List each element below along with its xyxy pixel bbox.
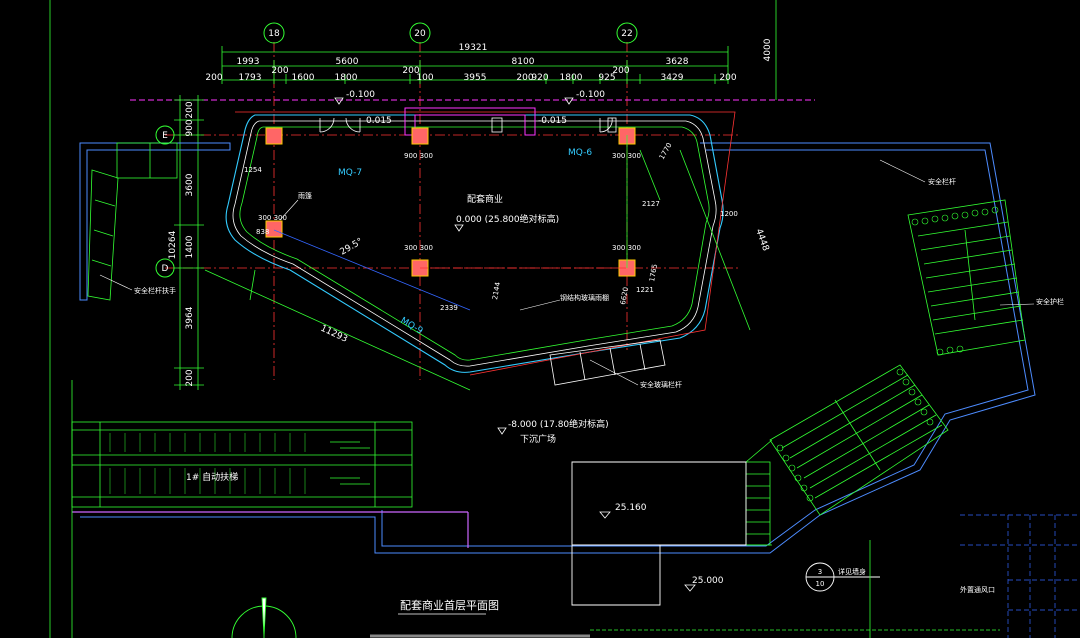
dim-row2-12: 200 [612,66,629,76]
dim-plan-7: 2127 [642,200,660,208]
level-sunken: -8.000 (17.80绝对标高) [508,418,609,430]
dim-plan-2: 2339 [440,304,458,312]
dim-row2-10: 1800 [560,73,583,83]
level-door-left: 0.015 [366,116,392,126]
dim-top-3: 8100 [512,57,535,67]
dim-left-2: 3600 [185,173,195,196]
axis-bubbles [155,22,638,278]
dim-row2-8: 200 [516,73,533,83]
dim-row2-4: 1800 [335,73,358,83]
axis-label-d: D [162,264,169,274]
axis-label-e: E [162,131,168,141]
dim-plan-11: 838 [256,228,269,236]
upper-right-stair [907,199,1026,356]
dim-row2-2: 200 [271,66,288,76]
dim-plan-9: 1254 [244,166,262,174]
label-sunken-plaza: 下沉广场 [520,433,556,445]
dim-total: 19321 [459,43,488,53]
label-glass-canopy: 钢结构玻璃雨棚 [560,293,609,302]
label-railing-left: 安全栏杆扶手 [134,286,176,295]
dim-row2-5: 200 [402,66,419,76]
label-railing-right: 安全护栏 [1036,297,1064,306]
dim-row2-11: 925 [598,73,615,83]
level-triangles [334,97,696,592]
plaza-outline [79,142,1036,554]
dim-plan-4: 6620 [619,286,630,305]
dim-right-top: 4000 [763,38,773,61]
dim-row2-14: 200 [719,73,736,83]
dim-left-5: 3964 [185,306,195,329]
grand-stair-circles [776,368,934,502]
building-outline [225,114,724,373]
grand-stair [745,364,949,546]
level-lower: 25.000 [692,576,724,586]
label-railing-bottom: 安全玻璃栏杆 [640,380,682,389]
dim-row2-9: 920 [531,73,548,83]
label-mq6: MQ-6 [568,148,592,158]
balcony-strip [549,339,666,386]
col-marker-2: 300 300 [612,152,641,160]
label-rain-note: 雨篷 [298,191,312,200]
label-room-note: 外置通风口 [960,585,995,594]
dim-plan-5: 1765 [648,263,659,282]
detail-ref-top: 3 [818,568,822,576]
level-plaza: 25.160 [615,503,647,513]
leader-lines [99,159,1035,386]
construction-lines [204,135,751,391]
dim-left-1: 900 [185,119,195,136]
corner-grid [960,514,1080,638]
level-door-right: -0.015 [538,116,567,126]
dim-row2-0: 200 [205,73,222,83]
dim-plan-6: 1221 [636,286,654,294]
left-dimension-lines [174,95,204,390]
dim-row2-7: 3955 [464,73,487,83]
label-railing-far-right: 安全栏杆 [928,177,956,186]
col-marker-3: 300 300 [404,244,433,252]
dim-left-4: 1400 [185,235,195,258]
detail-reference [805,562,880,592]
level-upper-right: -0.100 [576,90,605,100]
dim-left-0: 200 [185,101,195,118]
lower-plaza [571,461,747,606]
dim-top-1: 1993 [237,57,260,67]
left-stair-block [87,142,178,301]
drawing-title: 配套商业首层平面图 [400,598,499,612]
label-mq7: MQ-7 [338,168,362,178]
shop-front-magenta [404,107,536,136]
escalator-treads [109,433,306,494]
north-arrow [231,597,297,638]
axis-label-20: 20 [414,29,426,39]
detail-note: 详见墙身 [838,567,866,576]
dim-row2-1: 1793 [239,73,262,83]
dim-top-4: 3628 [666,57,689,67]
label-shop: 配套商业 [467,193,503,205]
col-marker-4: 300 300 [612,244,641,252]
dim-row2-3: 1600 [292,73,315,83]
label-escalator: 1# 自动扶梯 [186,471,238,483]
dim-left-3: 10264 [168,230,178,259]
level-floor: 0.000 (25.800绝对标高) [456,213,559,225]
col-marker-5: 300 300 [258,214,287,222]
roof-edge-red [235,111,736,376]
dim-plan-8: 1200 [720,210,738,218]
level-upper-left: -0.100 [346,90,375,100]
col-marker-1: 900 300 [404,152,433,160]
dim-plan-3: 2144 [491,281,502,300]
escalator [71,421,413,508]
axis-label-22: 22 [621,29,632,39]
dim-row2-6: 100 [416,73,433,83]
dim-top-2: 5600 [336,57,359,67]
dim-row2-13: 3429 [661,73,684,83]
detail-ref-bottom: 10 [816,580,825,588]
top-dimension-lines [221,46,729,84]
axis-label-18: 18 [268,29,280,39]
dim-left-6: 200 [185,369,195,386]
stair-tread-circles [911,206,999,356]
door-swings [319,117,617,133]
